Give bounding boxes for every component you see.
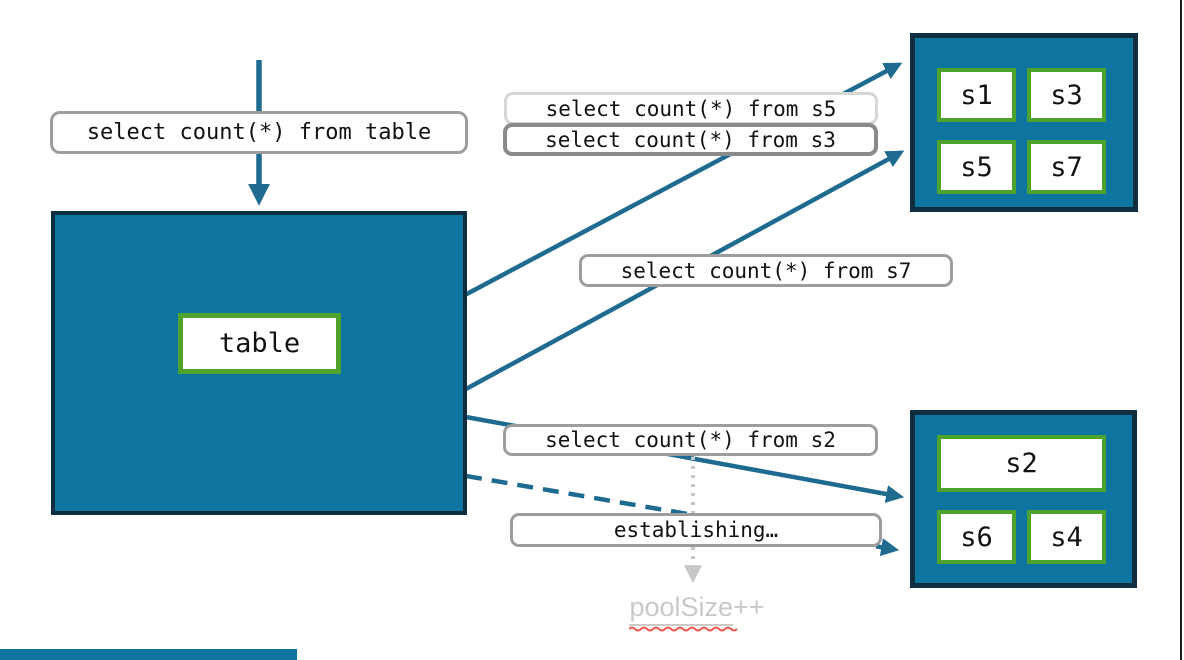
shard-s5: s5 xyxy=(937,140,1016,194)
poolsize-suffix: ++ xyxy=(733,592,765,622)
query-label-s5: select count(*) from s5 xyxy=(504,92,878,125)
slide-corner-accent-bar xyxy=(0,649,297,660)
shard-s3: s3 xyxy=(1027,68,1106,122)
shard-pool-bottom: s2 s6 s4 xyxy=(910,410,1137,588)
shard-s7: s7 xyxy=(1027,140,1106,194)
query-label-s3: select count(*) from s3 xyxy=(503,123,878,156)
establishing-label: establishing… xyxy=(510,513,882,547)
query-label-s2: select count(*) from s2 xyxy=(503,424,878,456)
shard-s6: s6 xyxy=(937,510,1016,564)
query-label-s7: select count(*) from s7 xyxy=(579,254,953,287)
poolsize-word-text: poolSize xyxy=(629,592,734,622)
shard-pool-top: s1 s3 s5 s7 xyxy=(910,33,1138,212)
shard-s1: s1 xyxy=(937,68,1016,122)
query-label-table: select count(*) from table xyxy=(50,111,468,154)
table-node-box: table xyxy=(51,211,467,515)
shard-s2: s2 xyxy=(937,435,1106,492)
spellcheck-squiggle-icon xyxy=(629,626,739,632)
slide-right-edge-line xyxy=(1180,0,1182,660)
shard-s4: s4 xyxy=(1027,510,1106,564)
arrow-establishing-dashed xyxy=(465,473,900,557)
poolsize-annotation: poolSize ++ xyxy=(612,592,782,632)
table-node-label: table xyxy=(178,313,341,374)
poolsize-word: poolSize xyxy=(629,592,739,632)
